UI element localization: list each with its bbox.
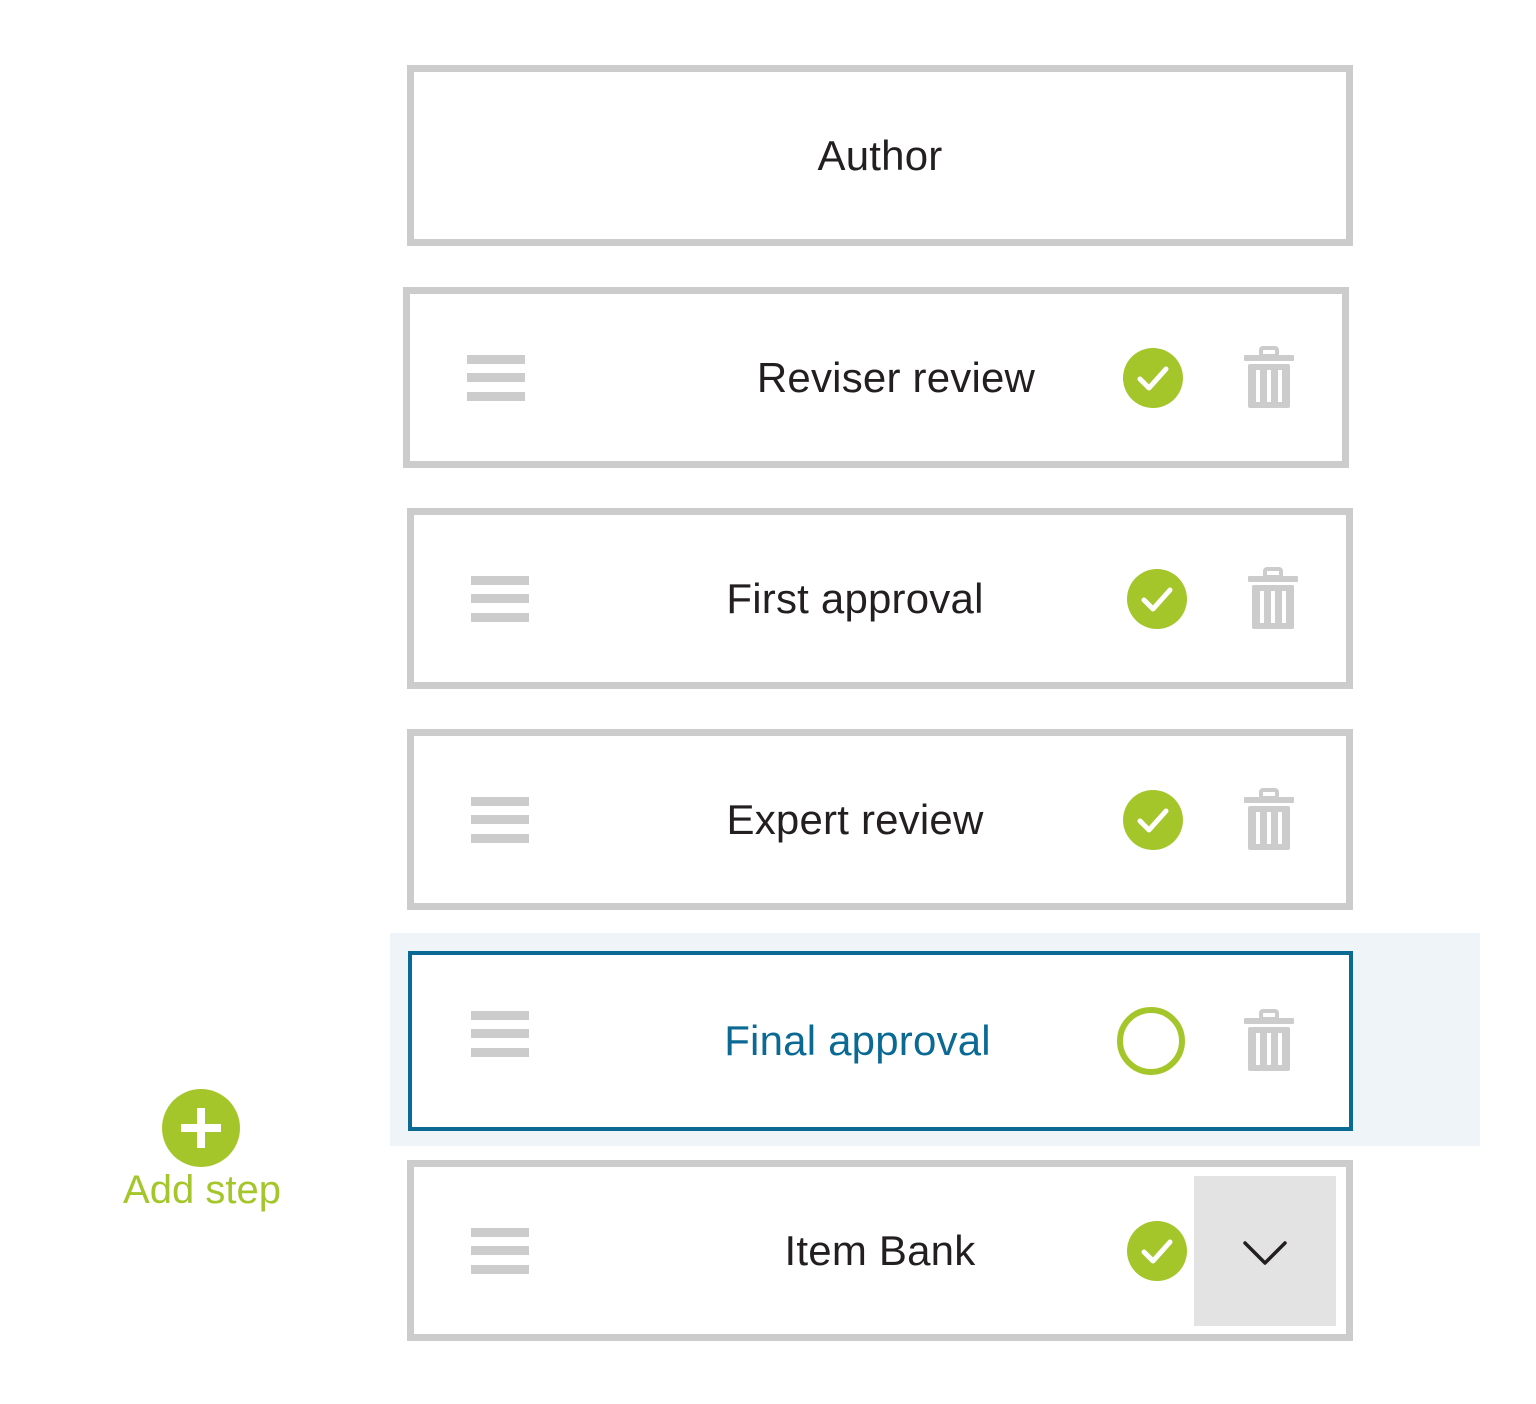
empty-circle-icon bbox=[1117, 1007, 1185, 1075]
add-step-button[interactable]: Add step bbox=[110, 1088, 294, 1218]
step-final-approval[interactable]: Final approval bbox=[408, 951, 1353, 1131]
dropdown-button[interactable] bbox=[1194, 1176, 1336, 1326]
check-circle-icon bbox=[1127, 1220, 1187, 1281]
step-label: Expert review bbox=[726, 795, 984, 843]
drag-handle-icon[interactable] bbox=[471, 1227, 529, 1274]
plus-circle-icon bbox=[162, 1089, 240, 1167]
chevron-down-icon bbox=[1243, 1241, 1287, 1265]
step-label: First approval bbox=[726, 574, 984, 622]
check-circle-icon bbox=[1123, 347, 1183, 408]
step-expert-review[interactable]: Expert review bbox=[407, 729, 1353, 910]
step-item-bank[interactable]: Item Bank bbox=[407, 1160, 1353, 1341]
step-reviser-review[interactable]: Reviser review bbox=[403, 287, 1349, 468]
drag-handle-icon[interactable] bbox=[471, 796, 529, 843]
drag-handle-icon[interactable] bbox=[471, 1011, 529, 1057]
trash-icon[interactable] bbox=[1242, 1009, 1296, 1073]
trash-icon[interactable] bbox=[1242, 787, 1296, 852]
add-step-label: Add step bbox=[123, 1168, 281, 1212]
check-circle-icon bbox=[1123, 789, 1183, 850]
step-label: Author bbox=[817, 131, 943, 179]
trash-icon[interactable] bbox=[1242, 345, 1296, 410]
check-circle-icon bbox=[1127, 568, 1187, 629]
step-label: Item Bank bbox=[784, 1226, 976, 1274]
step-first-approval[interactable]: First approval bbox=[407, 508, 1353, 689]
step-label: Final approval bbox=[724, 1017, 991, 1064]
drag-handle-icon[interactable] bbox=[471, 575, 529, 622]
step-label: Reviser review bbox=[756, 353, 1036, 401]
step-author: Author bbox=[407, 65, 1353, 246]
drag-handle-icon[interactable] bbox=[467, 354, 525, 401]
trash-icon[interactable] bbox=[1246, 566, 1300, 631]
